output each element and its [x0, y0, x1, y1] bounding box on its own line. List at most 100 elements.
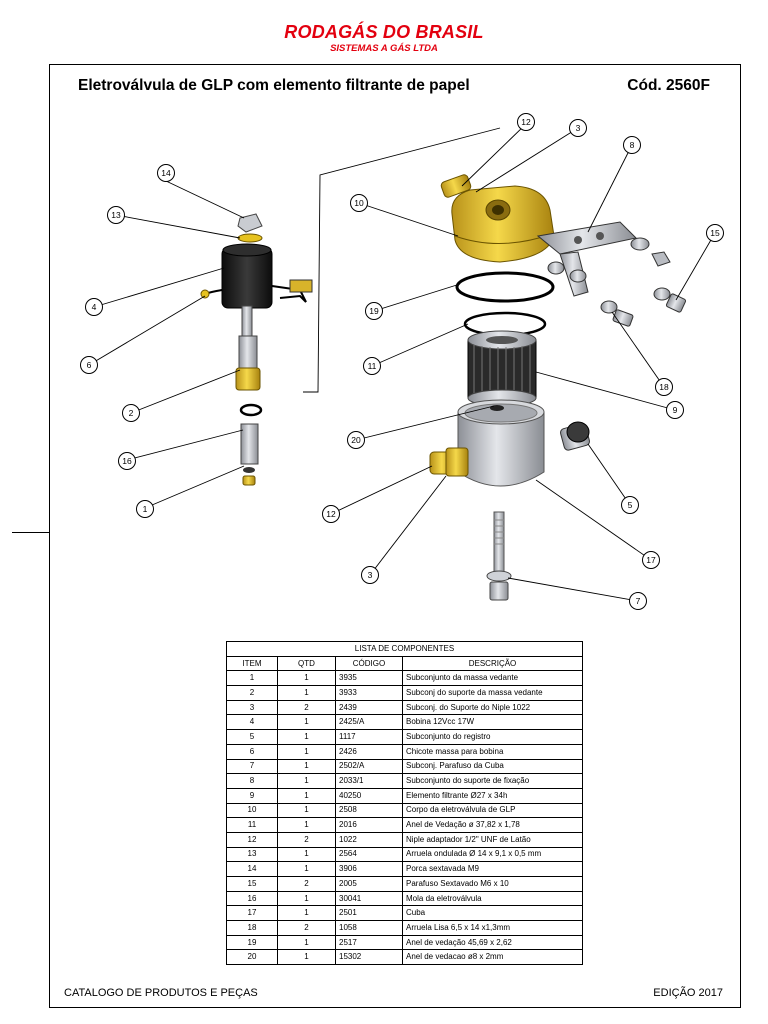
cell-item: 11: [226, 817, 278, 833]
cell-item: 3: [226, 699, 278, 716]
cell-codigo: 30041: [335, 890, 403, 907]
cell-descricao: Arruela ondulada Ø 14 x 9,1 x 0,5 mm: [402, 846, 583, 863]
part-15-screw: [665, 293, 687, 313]
cell-item: 5: [226, 729, 278, 745]
svg-text:19: 19: [369, 306, 379, 316]
cell-descricao: Mola da eletroválvula: [402, 890, 583, 907]
cell-codigo: 1022: [335, 831, 403, 848]
col-header-codigo: CÓDIGO: [335, 655, 403, 672]
cell-qtd: 1: [277, 773, 336, 789]
callout-5: 5: [621, 496, 639, 514]
cell-qtd: 1: [277, 787, 336, 804]
svg-text:17: 17: [646, 555, 656, 565]
callout-9: 9: [666, 401, 684, 419]
callout-12-top: 12: [517, 113, 535, 131]
svg-text:11: 11: [368, 361, 377, 371]
callout-11: 11: [363, 357, 381, 375]
cell-item: 9: [226, 787, 278, 804]
callout-20: 20: [347, 431, 365, 449]
cell-descricao: Subconj do suporte da massa vedante: [402, 685, 583, 701]
cell-qtd: 1: [277, 817, 336, 833]
cell-item: 16: [226, 890, 278, 907]
cell-descricao: Subconj. do Suporte do Niple 1022: [402, 699, 583, 716]
cell-descricao: Elemento filtrante Ø27 x 34h: [402, 787, 583, 804]
part-17-bowl: [429, 399, 545, 487]
callout-16: 16: [118, 452, 136, 470]
cell-descricao: Bobina 12Vcc 17W: [402, 714, 583, 731]
cell-item: 20: [226, 949, 278, 966]
svg-text:5: 5: [628, 500, 633, 510]
assembly-axis-line: [303, 127, 501, 393]
cell-descricao: Porca sextavada M9: [402, 861, 583, 877]
sheet-code: Cód. 2560F: [627, 77, 710, 94]
cell-descricao: Chicote massa para bobina: [402, 743, 583, 760]
callout-4: 4: [85, 298, 103, 316]
cell-codigo: 1058: [335, 920, 403, 936]
svg-text:7: 7: [636, 596, 641, 606]
margin-tick: [12, 532, 50, 533]
callout-3-bottom: 3: [361, 566, 379, 584]
cell-qtd: 1: [277, 670, 336, 687]
part-9-filter-element: [467, 330, 537, 407]
cell-codigo: 1117: [335, 729, 403, 745]
cell-codigo: 15302: [335, 949, 403, 966]
svg-text:15: 15: [710, 228, 720, 238]
cell-codigo: 3935: [335, 670, 403, 687]
cell-codigo: 2426: [335, 743, 403, 760]
cell-descricao: Arruela Lisa 6,5 x 14 x1,3mm: [402, 920, 583, 936]
cell-descricao: Anel de vedacao ø8 x 2mm: [402, 949, 583, 966]
cell-qtd: 1: [277, 846, 336, 863]
svg-text:18: 18: [659, 382, 669, 392]
svg-text:1: 1: [143, 504, 148, 514]
cell-item: 17: [226, 905, 278, 922]
cell-codigo: 2016: [335, 817, 403, 833]
cell-item: 13: [226, 846, 278, 863]
svg-text:2: 2: [129, 408, 134, 418]
cell-item: 6: [226, 743, 278, 760]
cell-codigo: 2033/1: [335, 773, 403, 789]
cell-qtd: 2: [277, 831, 336, 848]
callout-6: 6: [80, 356, 98, 374]
cell-descricao: Anel de vedação 45,69 x 2,62: [402, 934, 583, 951]
callout-12-bottom: 12: [322, 505, 340, 523]
cell-item: 2: [226, 685, 278, 701]
svg-text:12: 12: [326, 509, 336, 519]
drawing-frame: [49, 64, 741, 1008]
brand-subtitle: SISTEMAS A GÁS LTDA: [330, 43, 438, 54]
callout-15: 15: [706, 224, 724, 242]
cell-descricao: Parafuso Sextavado M6 x 10: [402, 876, 583, 892]
cell-descricao: Anel de Vedação ø 37,82 x 1,78: [402, 817, 583, 833]
callout-10: 10: [350, 194, 368, 212]
cell-qtd: 1: [277, 949, 336, 966]
cell-descricao: Subconjunto do suporte de fixação: [402, 773, 583, 789]
svg-text:10: 10: [354, 198, 364, 208]
cell-qtd: 1: [277, 802, 336, 819]
cell-qtd: 1: [277, 743, 336, 760]
part-18-washer: [600, 300, 618, 314]
cell-codigo: 2517: [335, 934, 403, 951]
svg-text:13: 13: [111, 210, 121, 220]
callout-7: 7: [629, 592, 647, 610]
cell-codigo: 3906: [335, 861, 403, 877]
cell-descricao: Niple adaptador 1/2" UNF de Latão: [402, 831, 583, 848]
svg-text:12: 12: [521, 117, 531, 127]
part-16-spring: [239, 403, 263, 417]
cell-qtd: 1: [277, 890, 336, 907]
svg-text:16: 16: [122, 456, 132, 466]
